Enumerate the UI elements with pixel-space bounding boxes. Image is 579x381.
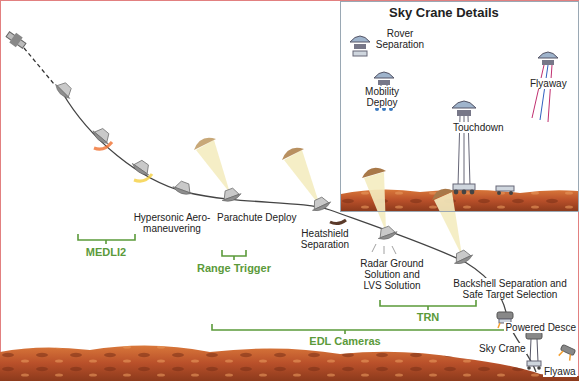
instrument-bracket-label: MEDLI2 xyxy=(85,246,127,258)
phase-label: Radar Ground Solution and LVS Solution xyxy=(355,258,429,291)
phase-label: Rover Separation xyxy=(370,28,430,50)
phase-label: Hypersonic Aero-maneuvering xyxy=(126,212,218,234)
phase-label: Backshell Separation and Safe Target Sel… xyxy=(444,278,576,300)
phase-label: Sky Crane xyxy=(478,343,527,354)
phase-label: Heatshield Separation xyxy=(294,228,356,250)
phase-label: Powered Desce xyxy=(504,322,577,333)
phase-label: Mobility Deploy xyxy=(355,86,409,108)
phase-label: Flyaway xyxy=(529,78,568,89)
phase-label: Touchdown xyxy=(452,122,505,133)
phase-label: Parachute Deploy xyxy=(216,212,298,223)
instrument-bracket-label: Range Trigger xyxy=(196,262,272,274)
instrument-bracket-label: EDL Cameras xyxy=(308,335,381,347)
instrument-bracket-label: TRN xyxy=(416,311,441,323)
phase-label: Flyawa xyxy=(543,366,577,377)
inset-title: Sky Crane Details xyxy=(389,5,499,20)
